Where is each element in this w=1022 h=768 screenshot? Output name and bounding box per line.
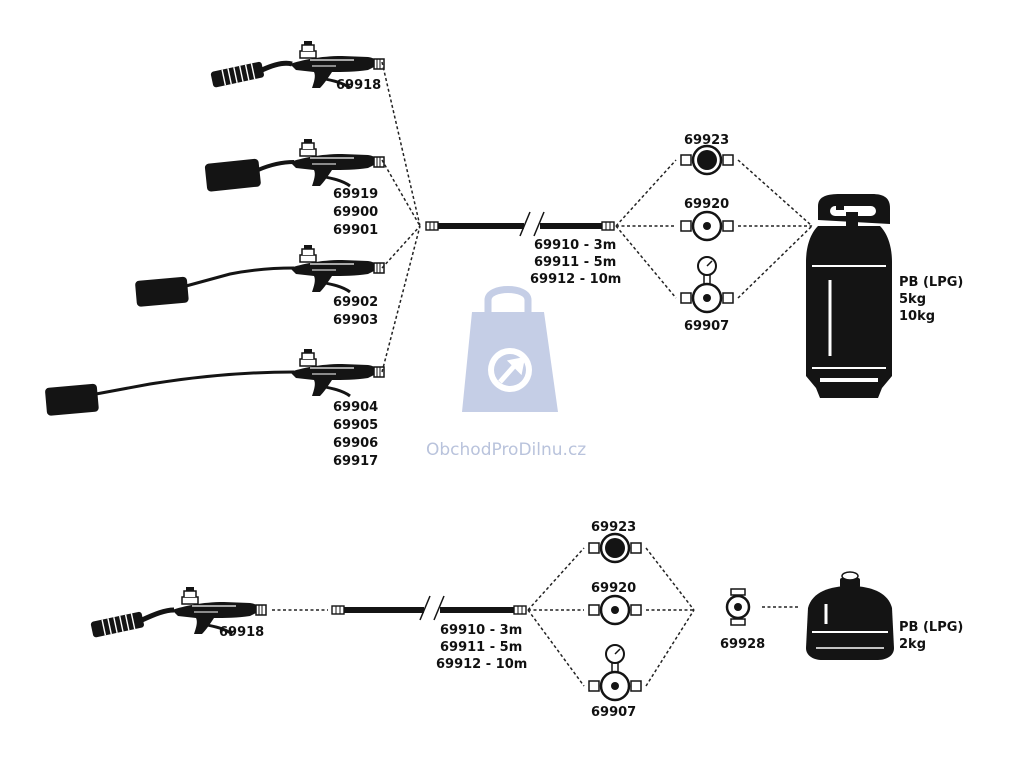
regulator-69923-bottom-label: 69923 [591, 520, 636, 535]
hose-bottom-label-1: 69910 - 3m [440, 623, 522, 638]
regulator-69920-top: 69920 [679, 197, 735, 242]
cylinder-large-label-2: 5kg [899, 292, 926, 307]
torch-69918-top: 69918 [210, 39, 386, 93]
adapter-69928-label: 69928 [720, 637, 765, 652]
regulator-69920-bottom: 69920 [587, 581, 643, 626]
torch-2-label-2: 69900 [333, 205, 378, 220]
hose-bottom-label-3: 69912 - 10m [436, 657, 527, 672]
regulator-69907-top-label: 69907 [684, 319, 729, 334]
hose-top: 69910 - 3m 69911 - 5m 69912 - 10m [425, 211, 621, 287]
torch-69902-top: 69902 69903 [135, 243, 386, 328]
torch-4-label-1: 69904 [333, 400, 378, 415]
gas-cylinder-large: PB (LPG) 5kg 10kg [806, 194, 963, 398]
torch-69919-top: 69919 69900 69901 [204, 137, 386, 238]
hose-top-label-3: 69912 - 10m [530, 272, 621, 287]
regulator-69907-bottom: 69907 [587, 643, 643, 720]
regulator-69920-top-label: 69920 [684, 197, 729, 212]
cylinder-large-label-3: 10kg [899, 309, 935, 324]
regulator-69920-bottom-label: 69920 [591, 581, 636, 596]
torch-2-label-1: 69919 [333, 187, 378, 202]
hose-top-label-1: 69910 - 3m [534, 238, 616, 253]
torch-bottom-label: 69918 [219, 625, 264, 640]
regulator-69907-top: 69907 [679, 255, 735, 334]
torch-1-label-1: 69918 [336, 78, 381, 93]
cylinder-small-label-2: 2kg [899, 637, 926, 652]
regulator-69923-top-label: 69923 [684, 133, 729, 148]
regulator-69923-bottom: 69923 [587, 520, 643, 564]
bottom-assembly: 69918 69910 - 3m 69911 - 5m 69912 - 10m [90, 520, 963, 720]
regulator-69923-top: 69923 [679, 133, 735, 176]
watermark: ObchodProDilnu.cz [426, 286, 586, 460]
torch-69918-bottom: 69918 [90, 585, 268, 640]
hose-bottom-label-2: 69911 - 5m [440, 640, 522, 655]
regulator-69907-bottom-label: 69907 [591, 705, 636, 720]
adapter-69928: 69928 [720, 588, 765, 652]
torch-3-label-1: 69902 [333, 295, 378, 310]
hose-top-label-2: 69911 - 5m [534, 255, 616, 270]
watermark-text: ObchodProDilnu.cz [426, 440, 586, 460]
cylinder-large-label-1: PB (LPG) [899, 275, 963, 290]
hose-bottom: 69910 - 3m 69911 - 5m 69912 - 10m [331, 595, 527, 672]
torch-2-label-3: 69901 [333, 223, 378, 238]
torch-3-label-2: 69903 [333, 313, 378, 328]
regulator-connectors-top [615, 159, 813, 299]
torch-connectors [381, 61, 421, 373]
top-assembly: 69918 69919 69900 69901 69902 69903 [45, 39, 963, 469]
cylinder-small-label-1: PB (LPG) [899, 620, 963, 635]
torch-69904-top: 69904 69905 69906 69917 [45, 347, 386, 469]
torch-4-label-3: 69906 [333, 436, 378, 451]
regulator-connectors-bottom [527, 547, 800, 687]
shopping-bag-wrench-icon [462, 286, 558, 412]
torch-4-label-2: 69905 [333, 418, 378, 433]
gas-cylinder-small: PB (LPG) 2kg [806, 571, 963, 660]
torch-4-label-4: 69917 [333, 454, 378, 469]
